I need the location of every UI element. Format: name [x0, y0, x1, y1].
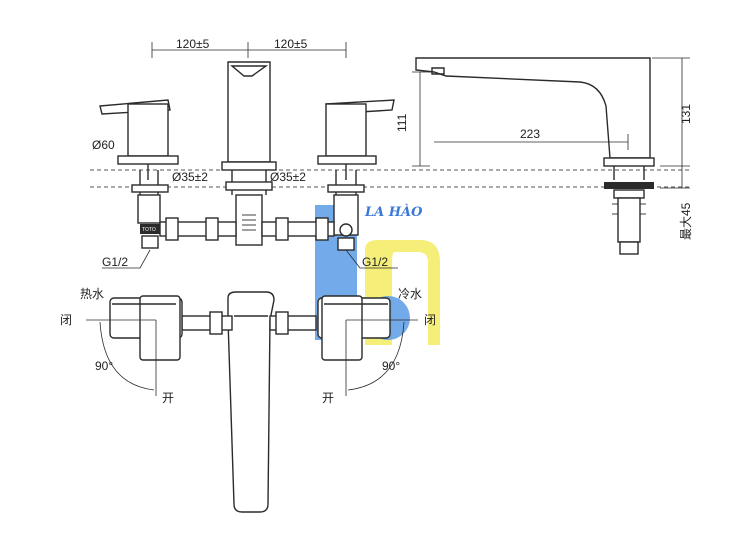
total-height-label: 131 — [679, 104, 693, 124]
hole-left-label: Ø35±2 — [172, 170, 208, 184]
open-left-label: 开 — [162, 391, 174, 405]
side-dimensions: 111 223 131 最大45 — [395, 57, 693, 240]
deck-washer — [604, 182, 654, 189]
plan-view — [109, 291, 391, 513]
spout-height-label: 111 — [395, 113, 409, 132]
spout-reach-label: 223 — [520, 127, 540, 141]
connection-right-label: G1/2 — [362, 255, 388, 269]
spout-side-elevation — [415, 57, 655, 255]
rotation-annotations: 热水 冷水 闭 闭 90° 90° 开 开 — [60, 287, 436, 405]
angle-left-label: 90° — [95, 359, 113, 373]
center-spout-elevation: Ø35±2 Ø35±2 — [172, 61, 306, 246]
open-right-label: 开 — [322, 391, 334, 405]
right-handle-elevation — [317, 99, 395, 251]
angle-right-label: 90° — [382, 359, 400, 373]
connection-left-label: G1/2 — [102, 255, 128, 269]
watermark-text: LA HÀO — [364, 204, 423, 220]
close-left-label: 闭 — [60, 313, 72, 327]
connection-labels: G1/2 G1/2 — [102, 249, 398, 269]
max-deck-label: 最大45 — [679, 202, 693, 240]
close-right-label: 闭 — [424, 313, 436, 327]
top-spacing-dimension: 120±5 120±5 — [151, 37, 347, 58]
toto-brand-badge — [140, 224, 160, 234]
spacing-left-label: 120±5 — [176, 37, 210, 51]
spacing-right-label: 120±5 — [274, 37, 308, 51]
handle-diameter-label: Ø60 — [92, 138, 115, 152]
brand-mark: TOTO — [142, 227, 156, 233]
connecting-pipes — [159, 217, 335, 241]
hot-water-label: 热水 — [80, 287, 104, 301]
hole-right-label: Ø35±2 — [270, 170, 306, 184]
deck-lines — [90, 169, 690, 188]
cold-water-label: 冷水 — [398, 287, 422, 301]
left-handle-elevation: TOTO Ø60 — [92, 99, 179, 249]
